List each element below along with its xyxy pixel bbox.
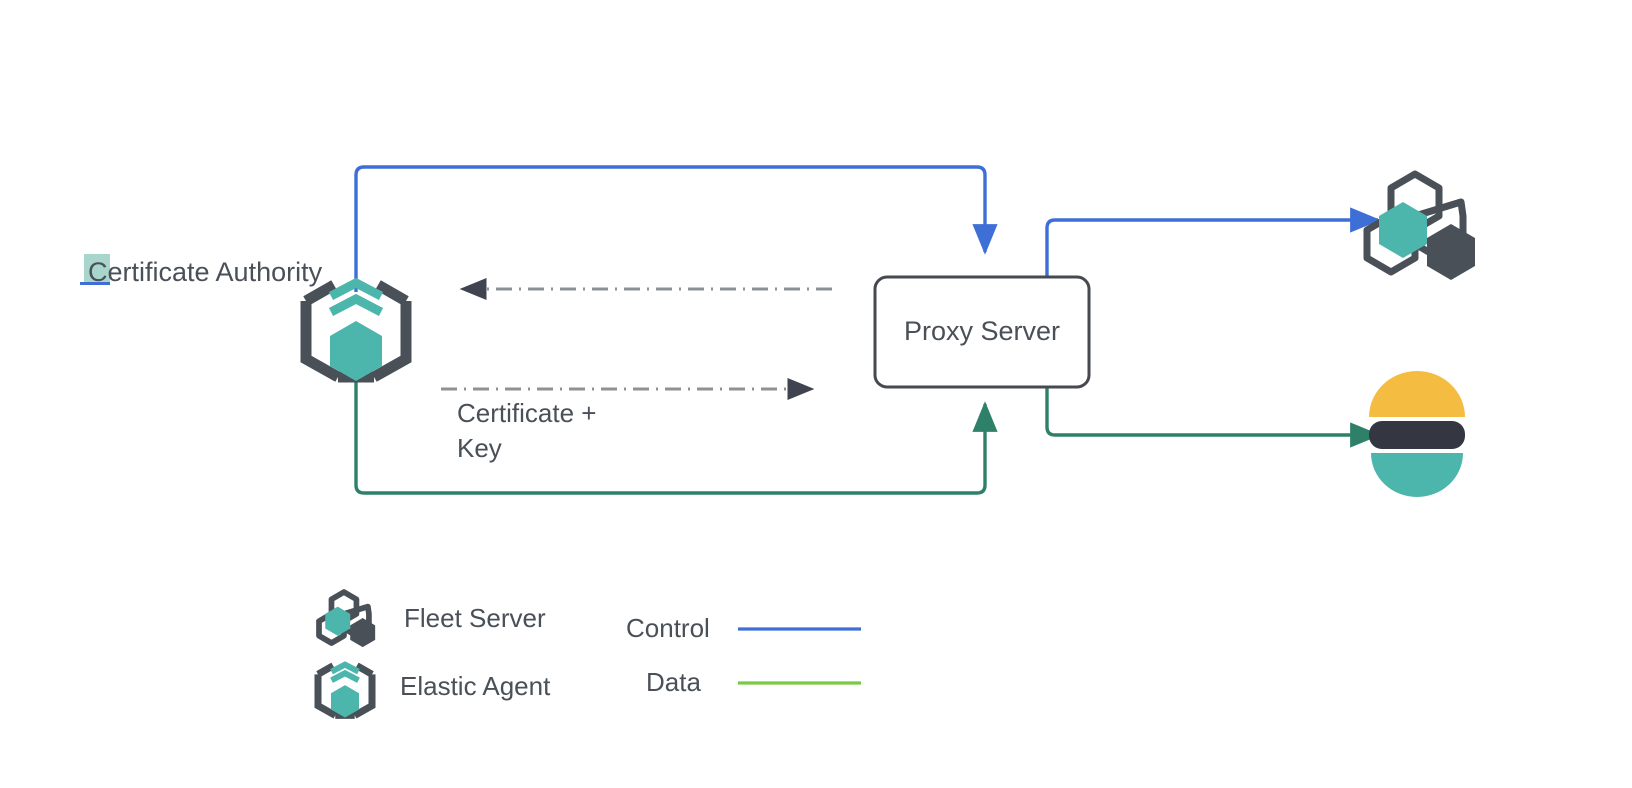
edge-data-path-agent-to-proxy (354, 378, 998, 495)
elasticsearch-middle-bar (1369, 421, 1465, 449)
legend-item-label-fleet-server: Fleet Server (404, 603, 546, 633)
proxy-server-node[interactable]: Proxy Server (873, 275, 1091, 389)
legend-fleet-server-icon (316, 589, 376, 648)
elastic-agent-icon (300, 277, 412, 383)
proxy-server-box[interactable] (873, 275, 1091, 389)
edge-label-certificate-key-line2: Key (457, 433, 502, 463)
legend-line-label-control: Control (626, 613, 710, 643)
edge-data-path-proxy-to-elasticsearch (1045, 380, 1381, 448)
certificate-authority-label: Certificate Authority (88, 257, 323, 287)
elasticsearch-top-arc (1369, 371, 1465, 417)
certificate-authority-label-group: Certificate Authority (80, 254, 323, 287)
legend-item-label-elastic-agent: Elastic Agent (400, 671, 551, 701)
text-cursor-underline (80, 282, 110, 285)
proxy-server-label: Proxy Server (904, 316, 1060, 346)
text-highlight-swatch (84, 254, 110, 284)
elasticsearch-icon (1369, 371, 1465, 497)
edge-control-path-agent-to-proxy (354, 165, 998, 292)
fleet-server-icon (1363, 170, 1475, 280)
legend-line-label-data: Data (646, 667, 701, 697)
legend-elastic-agent-icon (314, 661, 376, 719)
edge-control-path-proxy-to-fleet (1045, 207, 1381, 276)
edge-label-certificate-key-line1: Certificate + (457, 398, 596, 428)
elasticsearch-bottom-arc (1371, 453, 1463, 497)
